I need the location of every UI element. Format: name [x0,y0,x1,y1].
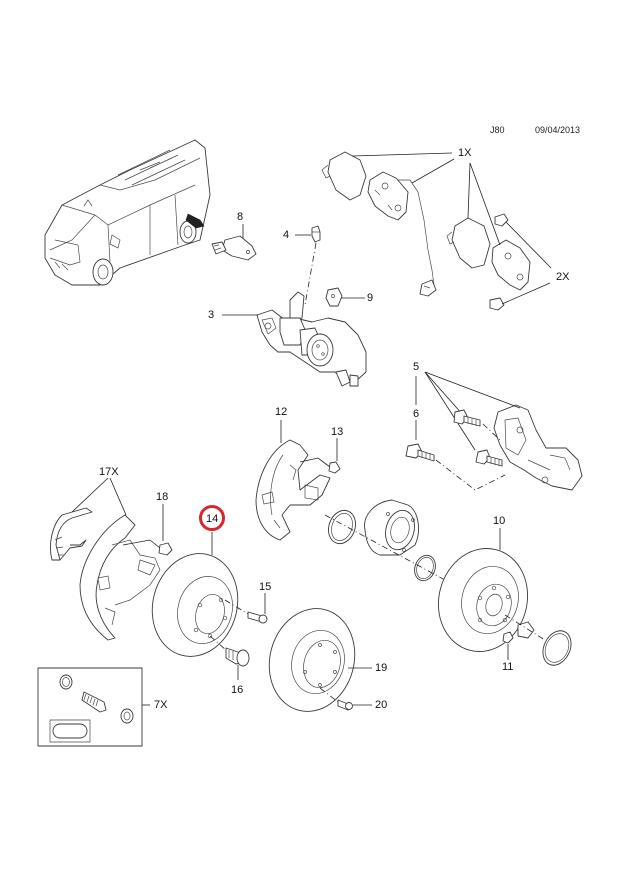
part-19-brake-disc [268,608,372,712]
callout-17x[interactable]: 17X [99,466,119,478]
callout-15[interactable]: 15 [259,581,272,593]
callout-2x[interactable]: 2X [556,271,570,283]
callout-18[interactable]: 18 [156,491,169,503]
van-illustration [44,139,211,286]
highlight-ring-part-14 [199,505,225,531]
diagram-code: J80 [490,125,505,135]
callout-19[interactable]: 19 [375,662,388,674]
hub-bearing-assembly [324,499,446,582]
diagram-date: 09/04/2013 [535,125,581,135]
callout-10[interactable]: 10 [493,515,506,527]
callout-6[interactable]: 6 [413,408,420,420]
callout-9[interactable]: 9 [367,292,374,304]
part-12-dust-shield [255,420,331,541]
callout-1x[interactable]: 1X [458,147,472,159]
callout-8[interactable]: 8 [237,211,244,223]
part-9-clip [325,287,365,307]
part-18-screw [158,504,173,556]
part-20-screw [319,687,372,711]
callout-14[interactable]: 14 [206,513,219,525]
callout-7x[interactable]: 7X [154,699,168,711]
part-14-brake-disc [151,532,239,657]
callout-13[interactable]: 13 [331,426,344,438]
rear-brake-location-marker [185,213,205,229]
part-16-bolt [209,635,250,680]
callout-16[interactable]: 16 [231,684,244,696]
callout-11[interactable]: 11 [502,661,514,673]
part-1x-brake-pads [321,151,531,297]
part-6-bolts [405,409,506,491]
part-7x-repair-kit [37,667,150,747]
part-2x-pad-clips [489,213,552,311]
part-3-caliper [222,291,367,387]
callout-12[interactable]: 12 [275,406,288,418]
part-15-screw [224,593,268,624]
part-10-brake-disc [437,528,572,666]
part-17x-shoes [50,477,127,561]
part-5-caliper-carrier [415,371,583,491]
callout-5[interactable]: 5 [413,361,420,373]
callout-20[interactable]: 20 [375,699,388,711]
callout-4[interactable]: 4 [283,229,290,241]
backing-plate [79,514,161,641]
part-11-screw [502,631,514,660]
callout-3[interactable]: 3 [208,309,215,321]
part-8-bracket [211,224,257,261]
part-4-bleed-screw [295,225,321,306]
part-13-screw [328,438,341,474]
